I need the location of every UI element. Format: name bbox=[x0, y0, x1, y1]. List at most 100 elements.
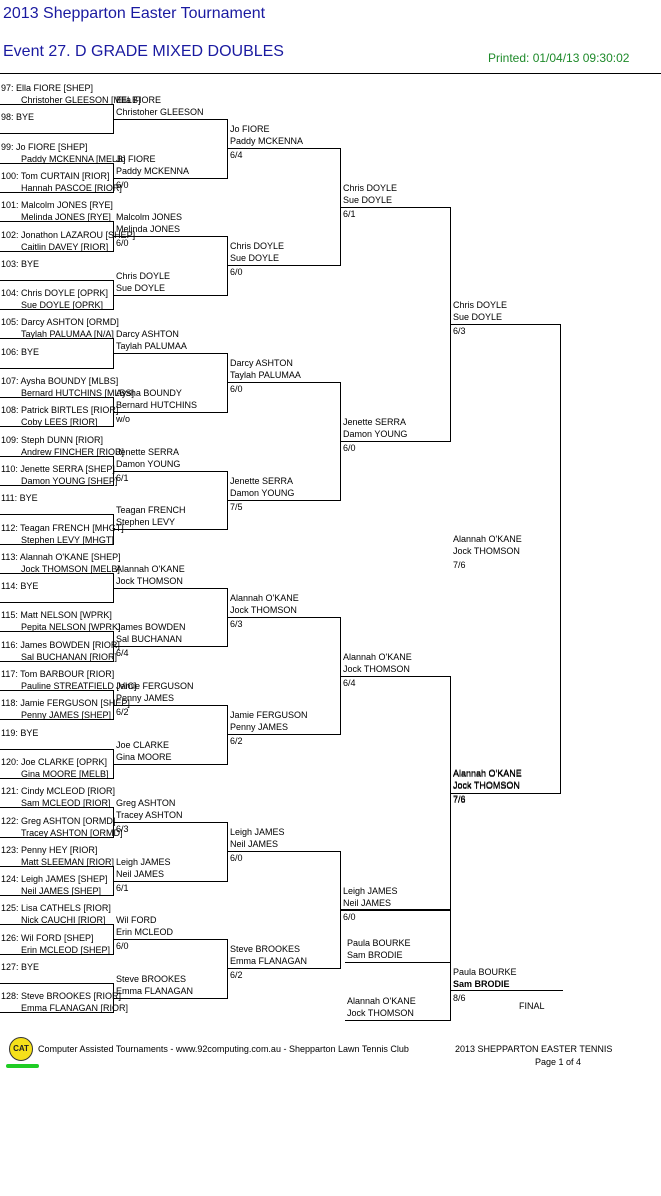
round1-entry-line1: 109: Steph DUNN [RIOR] bbox=[1, 435, 104, 445]
bracket-line bbox=[114, 764, 228, 765]
round2-team-name2: Sue DOYLE bbox=[116, 283, 166, 293]
bracket-line bbox=[0, 749, 113, 750]
round1-entry-line1: 110: Jenette SERRA [SHEP] bbox=[1, 464, 115, 474]
bracket-line bbox=[114, 646, 228, 647]
bracket-line bbox=[341, 207, 450, 208]
bracket-line bbox=[227, 119, 228, 179]
round4-team-name1: Jenette SERRA bbox=[343, 417, 407, 427]
footer-event-title: 2013 SHEPPARTON EASTER TENNIS bbox=[455, 1044, 613, 1054]
round2-team-name2: Stephen LEVY bbox=[116, 517, 176, 527]
round5-team-score: 7/6 bbox=[453, 795, 466, 805]
round1-entry-line1: 103: BYE bbox=[1, 259, 40, 269]
round1-entry-line1: 120: Joe CLARKE [OPRK] bbox=[1, 757, 108, 767]
bracket-line bbox=[0, 221, 113, 222]
round2-team-name1: Leigh JAMES bbox=[116, 857, 171, 867]
round6-team-name2: Jock THOMSON bbox=[453, 780, 520, 790]
round2-team-name1: Chris DOYLE bbox=[116, 271, 171, 281]
bracket-line bbox=[114, 998, 228, 999]
round2-team-name2: Tracey ASHTON bbox=[116, 810, 183, 820]
round2-team-score: 6/0 bbox=[116, 238, 129, 248]
round1-entry-line2: Sam MCLEOD [RIOR] bbox=[21, 798, 111, 808]
bracket-line bbox=[450, 207, 451, 442]
round1-entry-line2: Sue DOYLE [OPRK] bbox=[21, 300, 104, 310]
round2-team-name1: Jamie FERGUSON bbox=[116, 681, 194, 691]
bracket-line bbox=[113, 338, 114, 369]
bracket-line bbox=[341, 441, 450, 442]
bracket-line bbox=[113, 924, 114, 955]
bracket-line bbox=[227, 471, 228, 530]
round2-team-name2: Melinda JONES bbox=[116, 224, 181, 234]
bracket-line bbox=[340, 148, 341, 266]
bracket-line bbox=[0, 338, 113, 339]
round3-team-name1: Leigh JAMES bbox=[230, 827, 285, 837]
round1-entry-line2: Andrew FINCHER [RIOR] bbox=[21, 447, 125, 457]
round6-team-name1: Alannah O'KANE bbox=[453, 768, 522, 778]
bracket-line bbox=[0, 133, 113, 134]
round2-team-score: 6/2 bbox=[116, 707, 129, 717]
cat-logo-underline bbox=[6, 1064, 39, 1068]
round4-team-name2: Jock THOMSON bbox=[343, 664, 410, 674]
bracket-line bbox=[227, 822, 228, 882]
round1-entry-line2: Pepita NELSON [WPRK] bbox=[21, 622, 121, 632]
bracket-line bbox=[451, 990, 563, 991]
round2-team-name2: Penny JAMES bbox=[116, 693, 175, 703]
round1-entry-line2: Jock THOMSON [MELB] bbox=[21, 564, 120, 574]
round2-team-score: w/o bbox=[116, 414, 131, 424]
round1-entry-line2: Tracey ASHTON [ORMD] bbox=[21, 828, 123, 838]
round3-team-name1: Darcy ASHTON bbox=[230, 358, 293, 368]
champion-name1: Paula BOURKE bbox=[453, 967, 517, 977]
round2-team-name2: Gina MOORE bbox=[116, 752, 172, 762]
round4-team-score: 6/0 bbox=[343, 912, 356, 922]
round2-team-name2: Jock THOMSON bbox=[116, 576, 183, 586]
bracket-line bbox=[0, 837, 113, 838]
round1-entry-line1: 124: Leigh JAMES [SHEP] bbox=[1, 874, 108, 884]
header-divider bbox=[0, 73, 661, 74]
round2-team-name1: Greg ASHTON bbox=[116, 798, 176, 808]
round2-team-name1: Steve BROOKES bbox=[116, 974, 187, 984]
bracket-line bbox=[0, 895, 113, 896]
bracket-line bbox=[341, 676, 450, 677]
bracket-line bbox=[450, 962, 451, 1021]
round1-entry-line1: 106: BYE bbox=[1, 347, 40, 357]
round1-entry-line1: 97: Ella FIORE [SHEP] bbox=[1, 83, 94, 93]
round1-entry-line2: Sal BUCHANAN [RIOR] bbox=[21, 652, 118, 662]
round6-team-name1: Alannah O'KANE bbox=[453, 534, 522, 544]
bracket-line bbox=[0, 485, 113, 486]
round1-entry-line1: 107: Aysha BOUNDY [MLBS] bbox=[1, 376, 119, 386]
bracket-line bbox=[113, 221, 114, 252]
round3-team-name2: Damon YOUNG bbox=[230, 488, 295, 498]
round2-team-name2: Christoher GLEESON bbox=[116, 107, 204, 117]
bracket-line bbox=[228, 968, 340, 969]
final-top-name2: Sam BRODIE bbox=[347, 950, 403, 960]
tournament-title: 2013 Shepparton Easter Tournament bbox=[3, 5, 266, 22]
final-bottom-name2: Jock THOMSON bbox=[347, 1008, 414, 1018]
champion-score: 8/6 bbox=[453, 993, 466, 1003]
printed-timestamp: Printed: 01/04/13 09:30:02 bbox=[488, 51, 630, 65]
bracket-line bbox=[228, 265, 340, 266]
round1-entry-line2: Pauline STREATFIELD [VIC] bbox=[21, 681, 137, 691]
bracket-line bbox=[345, 962, 450, 963]
round1-entry-line1: 102: Jonathon LAZAROU [SHEP] bbox=[1, 230, 136, 240]
round3-team-score: 6/2 bbox=[230, 736, 243, 746]
round1-entry-line1: 105: Darcy ASHTON [ORMD] bbox=[1, 317, 119, 327]
round1-entry-line1: 111: BYE bbox=[1, 493, 38, 503]
round1-entry-line2: Christoher GLEESON [MELB] bbox=[21, 95, 141, 105]
round1-entry-line1: 104: Chris DOYLE [OPRK] bbox=[1, 288, 109, 298]
round1-entry-line2: Melinda JONES [RYE] bbox=[21, 212, 111, 222]
bracket-line bbox=[0, 309, 113, 310]
bracket-line bbox=[113, 163, 114, 193]
round1-entry-line1: 128: Steve BROOKES [RIOR] bbox=[1, 991, 122, 1001]
bracket-line bbox=[114, 939, 228, 940]
cat-logo: CAT bbox=[9, 1037, 33, 1061]
round4-team-score: 6/4 bbox=[343, 678, 356, 688]
bracket-line bbox=[113, 280, 114, 310]
round2-team-name2: Neil JAMES bbox=[116, 869, 165, 879]
round3-team-name1: Steve BROOKES bbox=[230, 944, 301, 954]
bracket-line bbox=[113, 456, 114, 486]
bracket-line bbox=[0, 866, 113, 867]
bracket-line bbox=[0, 690, 113, 691]
round3-team-score: 6/0 bbox=[230, 853, 243, 863]
bracket-line bbox=[451, 324, 560, 325]
round4-team-name2: Damon YOUNG bbox=[343, 429, 408, 439]
round1-entry-line1: 114: BYE bbox=[1, 581, 39, 591]
